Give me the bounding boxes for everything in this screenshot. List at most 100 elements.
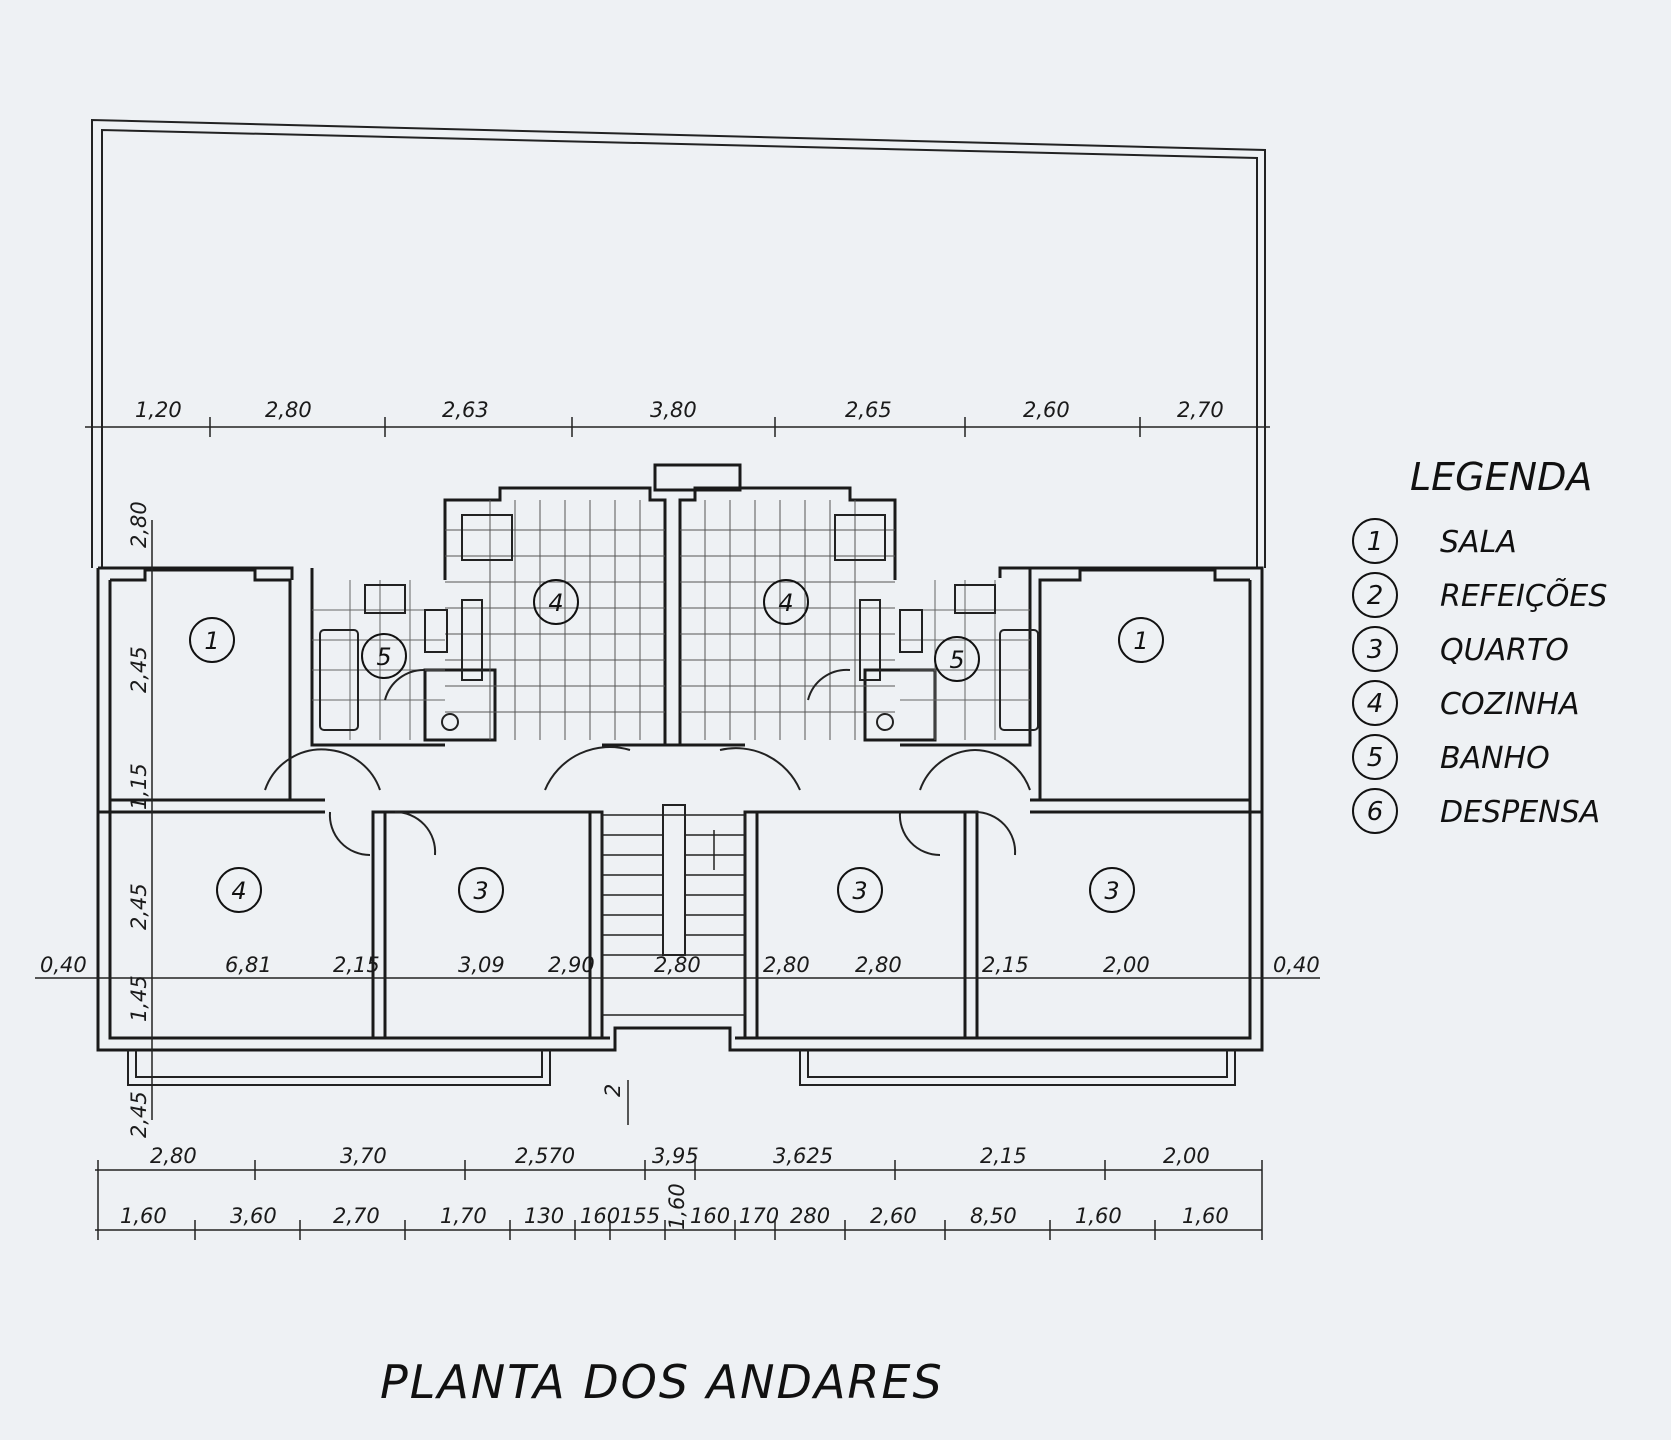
bot2-dim-6: 160: [580, 1204, 620, 1228]
room-bottom-left: 4: [231, 877, 246, 905]
plan-title: PLANTA DOS ANDARES: [380, 1355, 944, 1409]
top-dim-3: 2,63: [442, 398, 489, 422]
bathtub-right: [999, 629, 1039, 731]
legend: LEGENDA 1 2 3 4 5 6 SALA REFEIÇÕES QUART…: [1352, 455, 1607, 834]
legend-num-5: 5: [1367, 743, 1384, 773]
top-dim-4: 3,80: [650, 398, 697, 422]
left-dimensions: 2,80 2,45 1,15 2,45 1,45 2,45: [127, 501, 151, 1138]
mid-dim-right-edge: 0,40: [1273, 953, 1320, 977]
exterior-walls: [96, 463, 1264, 1052]
left-dim-2: 2,45: [127, 646, 151, 693]
bottom-dimensions-row1: 2,80 3,70 2,570 3,95 3,625 2,15 2,00: [150, 1144, 1210, 1168]
mid-dim-3: 3,09: [458, 953, 505, 977]
mid-dim-left-edge: 0,40: [40, 953, 87, 977]
legend-label-5: BANHO: [1440, 741, 1550, 776]
bathroom-tile-grid-right: [900, 580, 1030, 740]
mid-dim-4: 2,90: [548, 953, 595, 977]
room-cozinha-right: 4: [778, 589, 793, 617]
drain-left: [441, 713, 459, 731]
room-quarto-b: 3: [852, 877, 867, 905]
bot2-dim-8: 160: [690, 1204, 730, 1228]
middle-dimensions: 0,40 6,81 2,15 3,09 2,90 2,80 2,80 2,80 …: [40, 953, 1320, 1097]
bottom-dimensions-row2: 1,60 3,60 2,70 1,70 130 160 155 160 170 …: [120, 1183, 1229, 1230]
left-dim-3: 1,15: [127, 763, 151, 810]
stove-left: [461, 514, 513, 561]
bot2-dim-7: 155: [620, 1204, 660, 1228]
bot1-dim-1: 2,80: [150, 1144, 197, 1168]
counter-right: [859, 599, 881, 681]
bot2-dim-3: 2,70: [333, 1204, 380, 1228]
interior-walls: [98, 510, 1262, 1040]
bot1-dim-7: 2,00: [1163, 1144, 1210, 1168]
bot2-dim-1: 1,60: [120, 1204, 167, 1228]
mid-dim-9: 2,00: [1103, 953, 1150, 977]
left-dim-4: 2,45: [127, 883, 151, 930]
bot1-dim-4: 3,95: [652, 1144, 699, 1168]
room-sala-right: 1: [1133, 627, 1148, 655]
mid-dim-6: 2,80: [763, 953, 810, 977]
bot1-dim-3: 2,570: [515, 1144, 575, 1168]
room-cozinha-left: 4: [548, 589, 563, 617]
bot1-dim-6: 2,15: [980, 1144, 1027, 1168]
fixtures: [319, 514, 1039, 731]
left-dim-1: 2,80: [127, 501, 151, 548]
top-dim-7: 2,70: [1177, 398, 1224, 422]
legend-label-1: SALA: [1440, 525, 1517, 560]
legend-num-4: 4: [1367, 689, 1384, 719]
top-dim-1: 1,20: [135, 398, 182, 422]
room-quarto-c: 3: [1104, 877, 1119, 905]
legend-label-6: DESPENSA: [1440, 795, 1600, 830]
mid-dim-5: 2,80: [654, 953, 701, 977]
legend-num-1: 1: [1367, 527, 1384, 557]
lower-balconies: [127, 1050, 1236, 1086]
kitchen-tile-grid-right: [680, 500, 895, 740]
bot2-dim-5: 130: [524, 1204, 564, 1228]
dimension-lines: [35, 426, 1320, 1231]
dimension-ticks: [91, 417, 1266, 1240]
door-swings: [264, 668, 1031, 857]
room-numbers: 1 5 4 4 5 1 4 3 3 3: [204, 589, 1148, 905]
sink-left: [364, 584, 406, 614]
sink-right: [954, 584, 996, 614]
bot2-dim-13: 1,60: [1075, 1204, 1122, 1228]
staircase: [601, 804, 746, 1016]
bot2-dim-14: 1,60: [1182, 1204, 1229, 1228]
legend-title: LEGENDA: [1410, 455, 1592, 499]
bot2-dim-9: 170: [739, 1204, 779, 1228]
bot1-dim-5: 3,625: [773, 1144, 833, 1168]
bot2-dim-10: 280: [790, 1204, 830, 1228]
bot2-dim-4: 1,70: [440, 1204, 487, 1228]
mid-dim-1: 6,81: [225, 953, 272, 977]
mid-dim-8: 2,15: [982, 953, 1029, 977]
stair-dim: 2: [601, 1084, 625, 1097]
room-sala-left: 1: [204, 627, 219, 655]
drain-right: [876, 713, 894, 731]
room-quarto-a: 3: [473, 877, 488, 905]
room-banho-left: 5: [376, 643, 391, 671]
bot2-dim-12: 8,50: [970, 1204, 1017, 1228]
mid-dim-7: 2,80: [855, 953, 902, 977]
legend-num-3: 3: [1367, 635, 1384, 665]
left-dim-6: 2,45: [127, 1091, 151, 1138]
bot-vertical-dim: 1,60: [665, 1183, 689, 1230]
bot2-dim-11: 2,60: [870, 1204, 917, 1228]
top-dim-2: 2,80: [265, 398, 312, 422]
terrace-outline: [91, 118, 1266, 568]
top-dim-6: 2,60: [1023, 398, 1070, 422]
legend-label-3: QUARTO: [1440, 633, 1569, 668]
top-dim-5: 2,65: [845, 398, 892, 422]
bot2-dim-2: 3,60: [230, 1204, 277, 1228]
room-markers: [189, 579, 1164, 913]
kitchen-tile-grid-left: [445, 500, 665, 740]
mid-dim-2: 2,15: [333, 953, 380, 977]
legend-num-6: 6: [1367, 797, 1384, 827]
bathtub-left: [319, 629, 359, 731]
legend-label-4: COZINHA: [1440, 687, 1579, 722]
room-banho-right: 5: [949, 646, 964, 674]
counter-left: [461, 599, 483, 681]
bot1-dim-2: 3,70: [340, 1144, 387, 1168]
top-dimensions: 1,20 2,80 2,63 3,80 2,65 2,60 2,70: [135, 398, 1224, 422]
legend-num-2: 2: [1367, 581, 1384, 611]
toilet-left: [424, 609, 448, 653]
